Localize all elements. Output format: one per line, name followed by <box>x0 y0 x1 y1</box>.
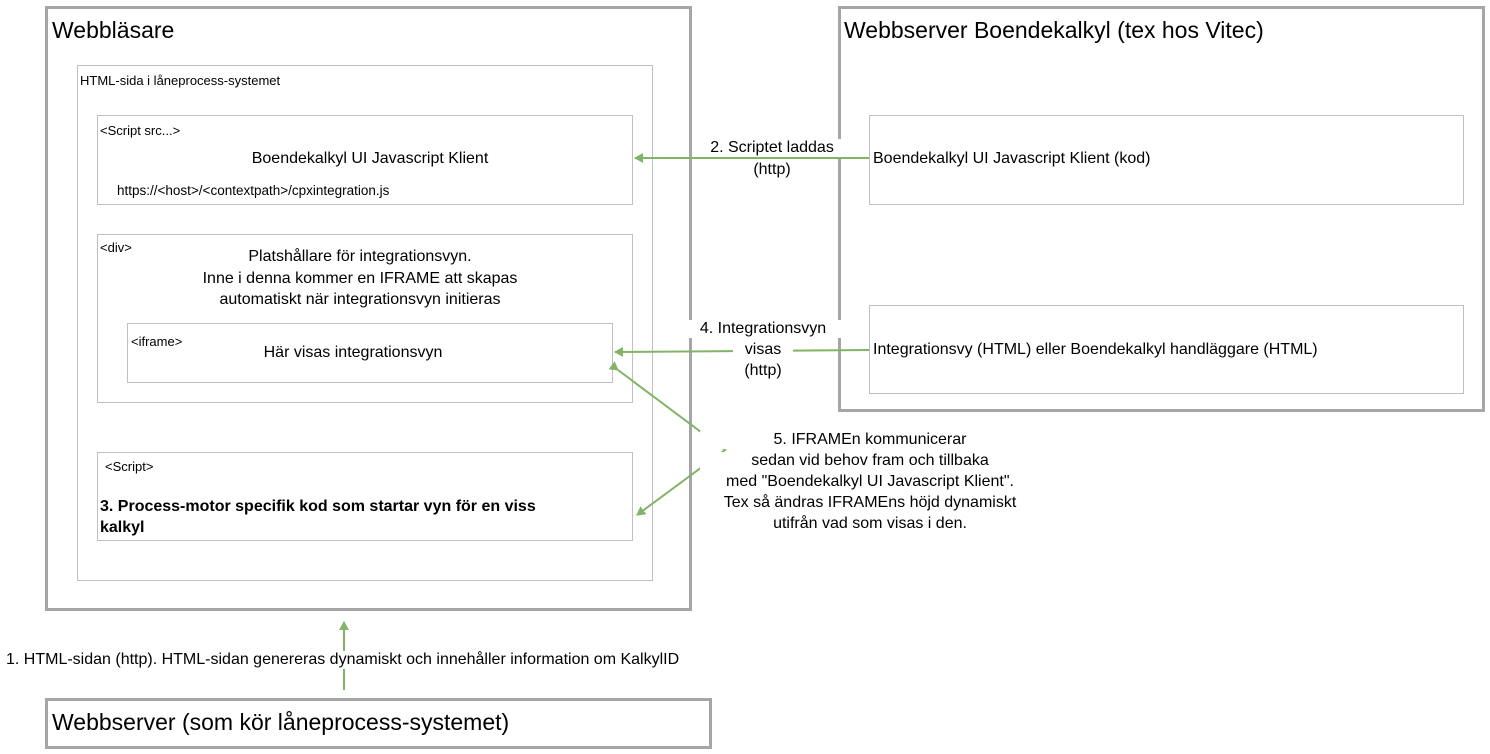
div-line-3: automatiskt när integrationsvyn initiera… <box>219 291 501 308</box>
div-tag: <div> <box>100 240 132 255</box>
script-src-box <box>97 115 633 205</box>
edge-step2-label-2: (http) <box>753 161 791 178</box>
script-tag: <Script> <box>105 459 154 474</box>
script-line-1: 3. Process-motor specifik kod som starta… <box>100 498 536 515</box>
edge-step1-label: 1. HTML-sidan (http). HTML-sidan generer… <box>6 651 680 669</box>
edge-step5-label-1: 5. IFRAMEn kommunicerar <box>700 431 1040 449</box>
edge-step5-label-3: med "Boendekalkyl UI Javascript Klient". <box>700 473 1040 491</box>
edge-step5-label-4: Tex så ändras IFRAMEns höjd dynamiskt <box>700 494 1040 512</box>
div-line-1: Platshållare för integrationsvyn. <box>248 248 472 265</box>
script-src-tag: <Script src...> <box>100 123 181 138</box>
edge-step4-label-1: 4. Integrationsvyn <box>683 320 843 338</box>
html-page-title: HTML-sida i låneprocess-systemet <box>80 73 281 88</box>
edge-step5-line <box>608 361 727 516</box>
edge-step5-label-2: sedan vid behov fram och tillbaka <box>700 452 1040 470</box>
client-code-label: Boendekalkyl UI Javascript Klient (kod) <box>873 150 1151 167</box>
iframe-tag: <iframe> <box>131 334 183 349</box>
iframe-box <box>127 323 613 383</box>
edge-step4-label-3: (http) <box>744 362 782 379</box>
browser-title: Webbläsare <box>52 17 175 43</box>
script-url: https://<host>/<contextpath>/cpxintegrat… <box>117 183 390 198</box>
script-client-name: Boendekalkyl UI Javascript Klient <box>251 150 489 167</box>
script-line-2: kalkyl <box>100 519 145 536</box>
boendekalkyl-server-title: Webbserver Boendekalkyl (tex hos Vitec) <box>844 17 1264 43</box>
edge-step5-label-5: utifrån vad som visas i den. <box>700 515 1040 533</box>
iframe-text: Här visas integrationsvyn <box>263 344 443 361</box>
integration-view-box <box>869 305 1464 394</box>
edge-step2-label-1: 2. Scriptet laddas <box>692 139 852 157</box>
loan-server-title: Webbserver (som kör låneprocess-systemet… <box>52 709 510 735</box>
integration-view-label: Integrationsvy (HTML) eller Boendekalkyl… <box>873 341 1318 358</box>
client-code-box <box>869 115 1464 205</box>
edge-step4-label-2: visas <box>733 341 793 359</box>
loan-server-container <box>45 698 712 749</box>
div-line-2: Inne i denna kommer en IFRAME att skapas <box>202 270 518 287</box>
